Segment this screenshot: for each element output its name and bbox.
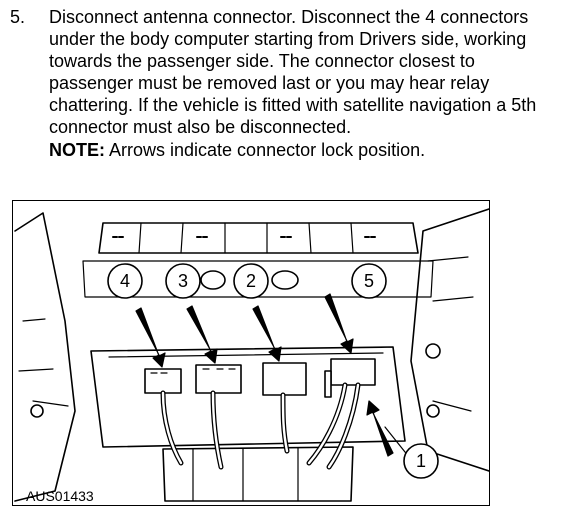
connector-4 — [144, 368, 182, 394]
arrow-connector-5 — [324, 293, 354, 354]
callout-2-circle — [233, 263, 269, 299]
lower-bracket — [162, 446, 354, 502]
note-label: NOTE: — [49, 140, 105, 160]
right-fastener-lower — [426, 404, 440, 418]
callout-3-circle — [165, 263, 201, 299]
body-computer-housing — [90, 346, 406, 448]
knob-right — [271, 270, 299, 290]
right-side-panel — [410, 208, 489, 472]
connector-illustration: 4 3 2 5 1 AUS01433 — [12, 200, 490, 506]
connector-pins — [150, 368, 236, 374]
callout-1-leader — [384, 426, 410, 458]
note-text: Arrows indicate connector lock position. — [105, 140, 426, 160]
callout-3-label: 3 — [178, 271, 188, 291]
callout-5-circle — [351, 263, 387, 299]
connector-5 — [330, 358, 376, 386]
callout-5-label: 5 — [364, 271, 374, 291]
connector-1 — [324, 370, 332, 398]
right-panel-detail — [427, 256, 474, 412]
left-fastener — [30, 404, 44, 418]
harness-4-inner — [161, 391, 183, 465]
harness-5a-inner — [307, 383, 347, 465]
left-panel-detail — [18, 318, 69, 407]
arrow-connector-2 — [252, 305, 282, 362]
figure-id: AUS01433 — [26, 488, 94, 504]
switch-dividers — [138, 222, 354, 254]
step-text: Disconnect antenna connector. Disconnect… — [49, 7, 537, 137]
harness-4-outer — [160, 390, 184, 466]
note: NOTE: Arrows indicate connector lock pos… — [49, 138, 554, 161]
connector-2 — [262, 362, 307, 396]
step-body: Disconnect antenna connector. Disconnect… — [49, 6, 554, 161]
harness-3-inner — [211, 391, 223, 469]
callout-1-label: 1 — [416, 451, 426, 471]
callout-4-circle — [107, 263, 143, 299]
knob-left — [200, 270, 226, 290]
bracket-ribs — [192, 447, 299, 502]
connector-3 — [195, 364, 242, 394]
step-number: 5. — [10, 7, 26, 27]
callout-1-circle — [403, 443, 439, 479]
arrow-connector-1 — [366, 400, 394, 457]
harness-5b-inner — [327, 383, 360, 469]
control-panel — [82, 260, 434, 298]
harness-2-inner — [281, 393, 289, 453]
left-side-panel — [14, 212, 76, 502]
switch-bank — [98, 222, 419, 254]
callout-4-label: 4 — [120, 271, 130, 291]
arrow-connector-3 — [186, 305, 218, 364]
arrow-connector-4 — [135, 307, 166, 368]
housing-edge — [108, 352, 384, 358]
right-fastener-upper — [425, 343, 441, 359]
callout-2-label: 2 — [246, 271, 256, 291]
connector-diagram: 4 3 2 5 1 — [14, 208, 489, 502]
